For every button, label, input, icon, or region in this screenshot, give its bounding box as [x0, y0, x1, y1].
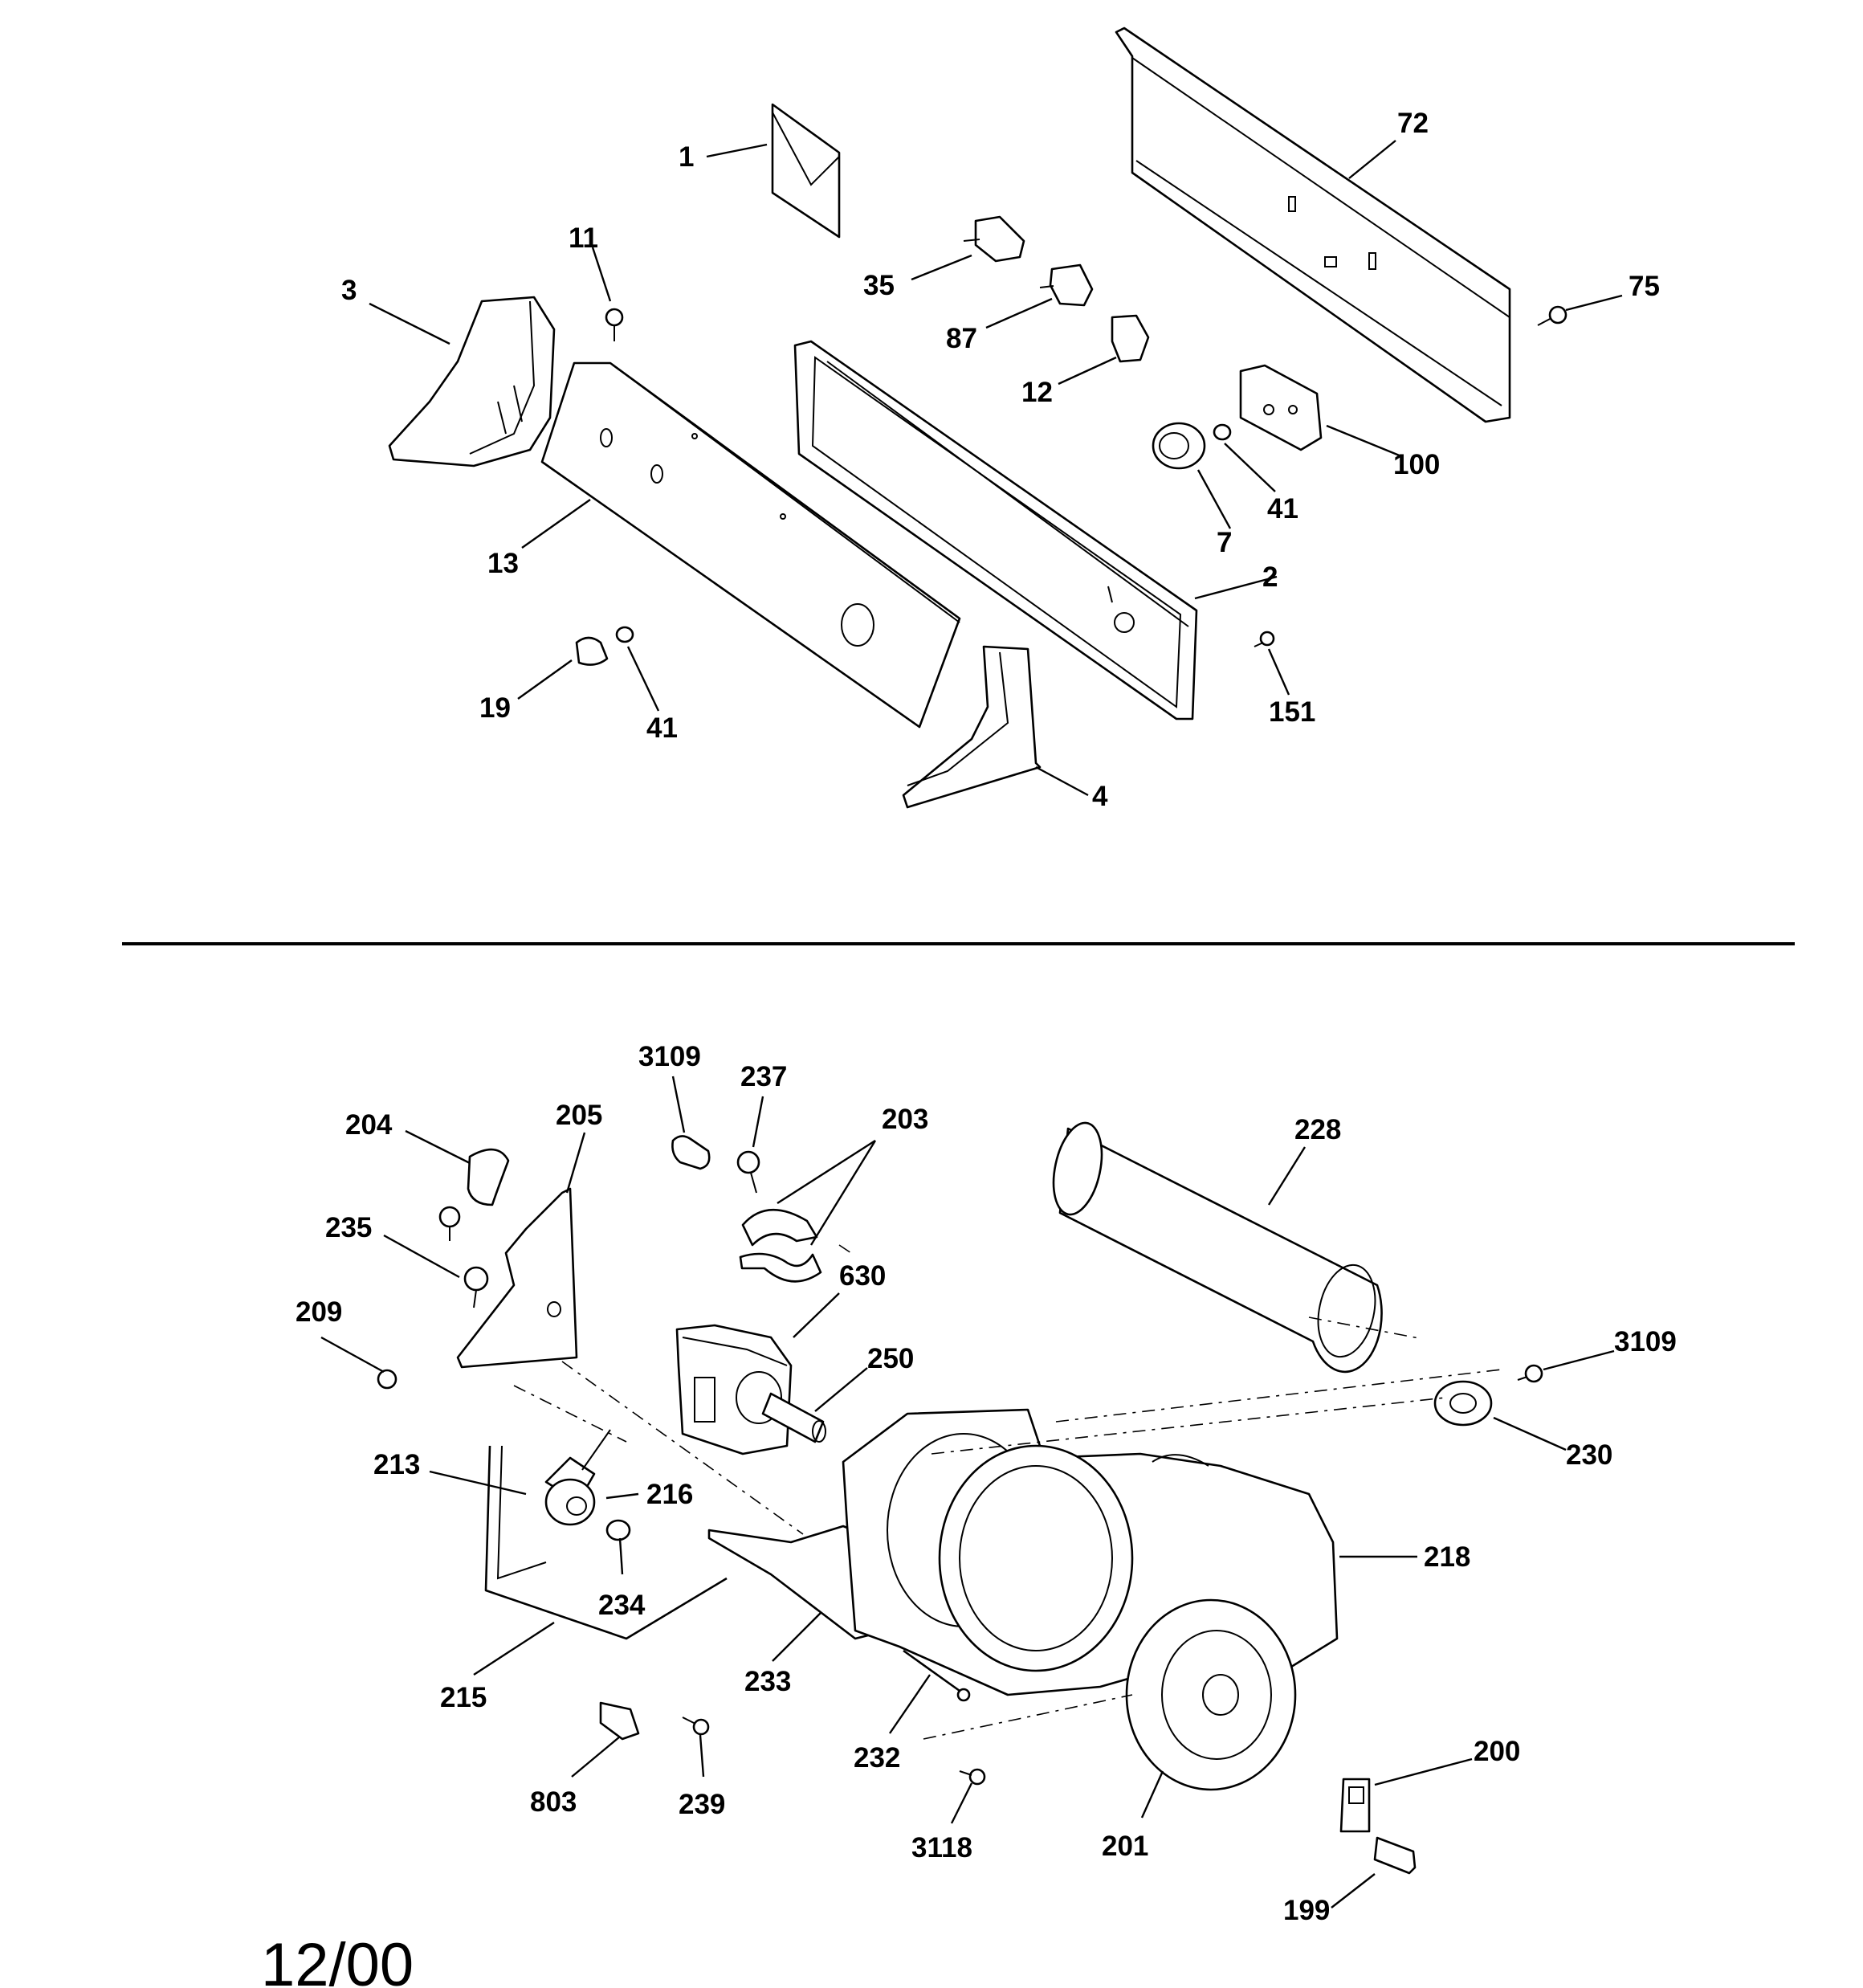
callout-204: 204: [345, 1109, 393, 1141]
part-239-screw: [682, 1717, 710, 1736]
callout-100: 100: [1393, 449, 1440, 480]
callout-11: 11: [569, 222, 598, 254]
part-209-nut: [377, 1369, 397, 1390]
callout-3: 3: [341, 275, 357, 306]
callout-151: 151: [1269, 696, 1315, 728]
callout-233: 233: [744, 1666, 791, 1697]
upper-assembly: 1 72 11 35 75 3 87 12 100 41 7 13 2 19 4…: [341, 27, 1660, 812]
callout-75: 75: [1629, 271, 1660, 302]
callout-3109-right: 3109: [1614, 1326, 1677, 1357]
part-3-left-end-cap: [388, 296, 556, 467]
callout-200: 200: [1474, 1736, 1520, 1767]
part-75-screw: [1537, 305, 1567, 326]
part-199-screw: [1373, 1836, 1417, 1875]
lower-callouts: 3109 237 203 204 205 228 235 630 209 250…: [296, 1041, 1677, 1926]
part-630-motor: [675, 1324, 793, 1455]
part-12-clip: [1111, 314, 1150, 363]
callout-230: 230: [1566, 1439, 1612, 1471]
part-13-control-panel: [540, 361, 961, 729]
callout-201: 201: [1102, 1831, 1148, 1862]
callout-41-lower: 41: [646, 712, 678, 744]
part-3109-screw: [1517, 1364, 1543, 1383]
part-216-idler-pulley: [544, 1478, 596, 1526]
callout-228: 228: [1294, 1114, 1341, 1145]
callout-87: 87: [946, 323, 977, 354]
part-3118-screw: [959, 1768, 986, 1786]
callout-199: 199: [1283, 1895, 1330, 1926]
callout-35: 35: [863, 270, 895, 301]
callout-13: 13: [487, 548, 519, 579]
part-151-screw: [1254, 631, 1275, 647]
callout-235: 235: [325, 1212, 372, 1243]
part-230-thermostat: [1433, 1380, 1493, 1427]
callout-2: 2: [1262, 561, 1278, 593]
callout-12: 12: [1021, 377, 1053, 408]
part-803-clip: [599, 1701, 640, 1741]
part-250-motor-shaft: [761, 1392, 826, 1443]
part-72-rear-panel: [1115, 27, 1511, 423]
callout-203: 203: [882, 1104, 928, 1135]
part-7-knob: [1152, 422, 1206, 470]
part-205-bracket: [456, 1187, 578, 1369]
callout-3118: 3118: [911, 1832, 972, 1863]
callout-239: 239: [679, 1789, 725, 1820]
callout-72: 72: [1397, 108, 1429, 139]
callout-630: 630: [839, 1260, 886, 1292]
part-1-instruction-sheet: [771, 103, 841, 239]
assembly-centerlines: [513, 1244, 1502, 1740]
revision-date: 12/00: [261, 1931, 414, 1988]
callout-41: 41: [1267, 493, 1298, 525]
part-237-screw: [736, 1150, 760, 1194]
part-100-timer: [1239, 364, 1323, 451]
part-201-blower-wheel: [1125, 1598, 1297, 1791]
callout-216: 216: [646, 1479, 693, 1510]
upper-callouts: 1 72 11 35 75 3 87 12 100 41 7 13 2 19 4…: [341, 108, 1660, 812]
callout-234: 234: [598, 1590, 646, 1621]
callout-218: 218: [1424, 1541, 1470, 1573]
part-228-duct: [1052, 1121, 1420, 1374]
part-234-washer: [605, 1519, 631, 1541]
callout-237: 237: [740, 1061, 787, 1092]
part-4-right-end-cap: [902, 645, 1042, 809]
callout-215: 215: [440, 1682, 487, 1713]
part-41-spacer-lower: [615, 626, 634, 643]
part-215-idler-rod: [484, 1445, 728, 1640]
callout-1: 1: [679, 141, 694, 173]
part-35-clip: [963, 215, 1025, 263]
part-204-clip: [467, 1148, 510, 1206]
callout-205: 205: [556, 1100, 602, 1131]
part-2-panel-frame: [793, 340, 1198, 720]
callout-803: 803: [530, 1786, 577, 1818]
lower-assembly: 3109 237 203 204 205 228 235 630 209 250…: [296, 1041, 1677, 1926]
part-232-rod: [903, 1649, 971, 1702]
callout-3109-top: 3109: [638, 1041, 701, 1072]
part-87-clip: [1039, 263, 1094, 307]
part-11-screw: [605, 308, 624, 341]
callout-232: 232: [854, 1742, 900, 1774]
upper-leader-lines: [369, 140, 1623, 797]
callout-7: 7: [1217, 527, 1232, 558]
part-200-clip: [1339, 1778, 1371, 1833]
part-203-clamps: [739, 1208, 822, 1283]
part-41-spacer: [1213, 423, 1232, 441]
lower-leader-lines: [320, 1076, 1615, 1908]
part-19-knob: [575, 636, 609, 666]
callout-19: 19: [479, 692, 511, 724]
callout-4: 4: [1092, 781, 1108, 812]
part-3109-grommet: [671, 1135, 711, 1170]
callout-213: 213: [373, 1449, 420, 1480]
callout-250: 250: [867, 1343, 914, 1374]
part-235-screws: [438, 1206, 489, 1308]
callout-209: 209: [296, 1296, 342, 1328]
